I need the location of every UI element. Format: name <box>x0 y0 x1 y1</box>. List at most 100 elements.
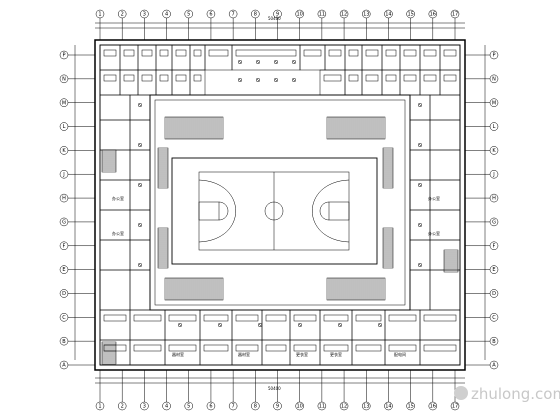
axis-label: A <box>492 363 496 369</box>
fixture <box>403 74 417 82</box>
room <box>409 179 431 211</box>
axis-label: F <box>493 243 496 249</box>
axis-label: 1 <box>98 404 101 410</box>
room <box>381 69 401 96</box>
light-fixture-icon <box>257 322 263 328</box>
fixture <box>365 49 379 57</box>
room <box>419 339 461 366</box>
room <box>171 44 191 71</box>
fixture <box>265 314 287 322</box>
fixture <box>443 74 457 82</box>
room-label: 办公室 <box>112 195 124 201</box>
rooms-left-band <box>99 94 151 311</box>
axis-label: C <box>62 315 66 321</box>
room <box>319 69 346 96</box>
room <box>129 239 151 271</box>
axis-label: 17 <box>452 12 458 18</box>
overall-dimension-top: 50400 <box>268 16 281 21</box>
room <box>419 309 461 341</box>
axis-label: 3 <box>143 12 146 18</box>
light-fixture-icon <box>377 322 383 328</box>
fixture <box>133 344 162 352</box>
fixture <box>355 344 382 352</box>
dimension-lines: 50400 50400 <box>74 16 486 391</box>
axis-label: 8 <box>254 12 257 18</box>
room <box>189 69 206 96</box>
room <box>419 69 441 96</box>
room <box>344 69 363 96</box>
axis-label: 4 <box>165 404 168 410</box>
fixture <box>365 74 379 82</box>
fixture <box>265 344 287 352</box>
axis-label: 12 <box>341 404 347 410</box>
light-fixture-icon <box>417 142 423 148</box>
overall-dimension-bottom: 50400 <box>268 386 281 391</box>
light-fixture-icon <box>337 322 343 328</box>
room <box>99 119 131 151</box>
fixture <box>203 344 229 352</box>
room <box>171 69 191 96</box>
room <box>381 44 401 71</box>
fixture <box>293 344 317 352</box>
room <box>399 44 421 71</box>
axis-label: 15 <box>407 12 413 18</box>
room <box>409 94 431 121</box>
room <box>231 309 263 341</box>
room <box>99 94 131 121</box>
light-fixture-icon <box>417 182 423 188</box>
axis-label: G <box>492 220 496 226</box>
room <box>429 149 461 181</box>
axis-label: D <box>62 291 66 297</box>
axis-label: J <box>62 172 64 178</box>
room <box>231 44 301 71</box>
light-fixture-icon <box>237 59 243 65</box>
room <box>344 44 363 71</box>
room <box>409 119 431 151</box>
axis-label: 6 <box>209 404 212 410</box>
rooms-bottom-band <box>99 309 461 366</box>
fixture <box>388 314 417 322</box>
fixture <box>323 344 349 352</box>
axis-label: 9 <box>276 12 279 18</box>
stair <box>101 341 117 365</box>
fixture <box>423 74 437 82</box>
room <box>319 309 353 341</box>
fixture <box>141 49 153 57</box>
axis-label: 3 <box>143 404 146 410</box>
room <box>351 339 386 366</box>
light-fixture-icon <box>137 182 143 188</box>
axis-label: K <box>492 148 496 154</box>
axis-label: 11 <box>319 12 325 18</box>
room <box>409 149 431 181</box>
fixture <box>159 74 169 82</box>
fixture <box>323 314 349 322</box>
room <box>99 269 131 311</box>
axis-label: 13 <box>363 404 369 410</box>
room <box>129 339 166 366</box>
light-fixture-icon <box>417 262 423 268</box>
room <box>289 309 321 341</box>
axis-label: 13 <box>363 12 369 18</box>
axis-label: 12 <box>341 12 347 18</box>
room <box>261 309 291 341</box>
room <box>429 179 461 211</box>
room <box>199 339 233 366</box>
fixture <box>385 49 397 57</box>
axis-label: 9 <box>276 404 279 410</box>
room <box>119 69 139 96</box>
fixture <box>388 344 417 352</box>
room <box>129 309 166 341</box>
fixture <box>203 314 229 322</box>
axis-label: 16 <box>430 404 436 410</box>
stair <box>443 249 459 273</box>
axis-label: K <box>62 148 66 154</box>
fixture <box>103 314 127 322</box>
light-fixture-icon <box>291 59 297 65</box>
room <box>99 44 121 71</box>
axis-label: L <box>63 124 66 130</box>
light-fixture-icon <box>273 59 279 65</box>
light-fixture-icon <box>417 102 423 108</box>
fixture <box>293 314 317 322</box>
room <box>99 309 131 341</box>
